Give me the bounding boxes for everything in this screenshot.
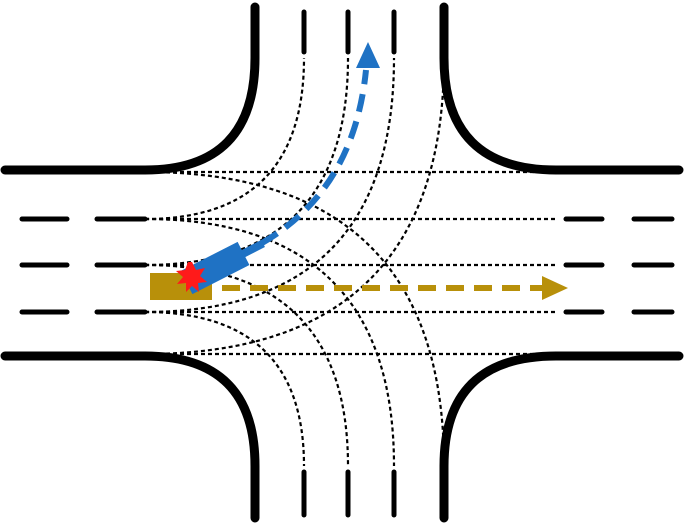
curb-bottom-right <box>439 351 684 523</box>
guide-curve-west-south <box>144 170 446 467</box>
turn-guide-paths <box>144 57 556 467</box>
guide-curve-west-south <box>144 310 306 467</box>
guide-curve-west-north <box>144 57 350 267</box>
curb-bottom-left <box>0 351 260 523</box>
curb-top-right <box>439 2 684 175</box>
guide-curve-west-south <box>144 217 396 467</box>
arrow-right-icon <box>542 276 568 300</box>
lane-markings <box>19 9 675 518</box>
collision-burst-icon <box>176 262 207 292</box>
curb-top-left <box>0 2 260 175</box>
left-turn-path <box>260 69 369 246</box>
vehicle-left-turn-nose <box>239 239 265 258</box>
arrow-up-icon <box>356 42 380 68</box>
guide-curve-west-north <box>144 57 396 314</box>
straight-trajectory <box>222 276 568 300</box>
guide-curve-west-north <box>144 57 446 356</box>
guide-curve-west-north <box>144 57 306 221</box>
left-turn-trajectory <box>260 42 380 246</box>
